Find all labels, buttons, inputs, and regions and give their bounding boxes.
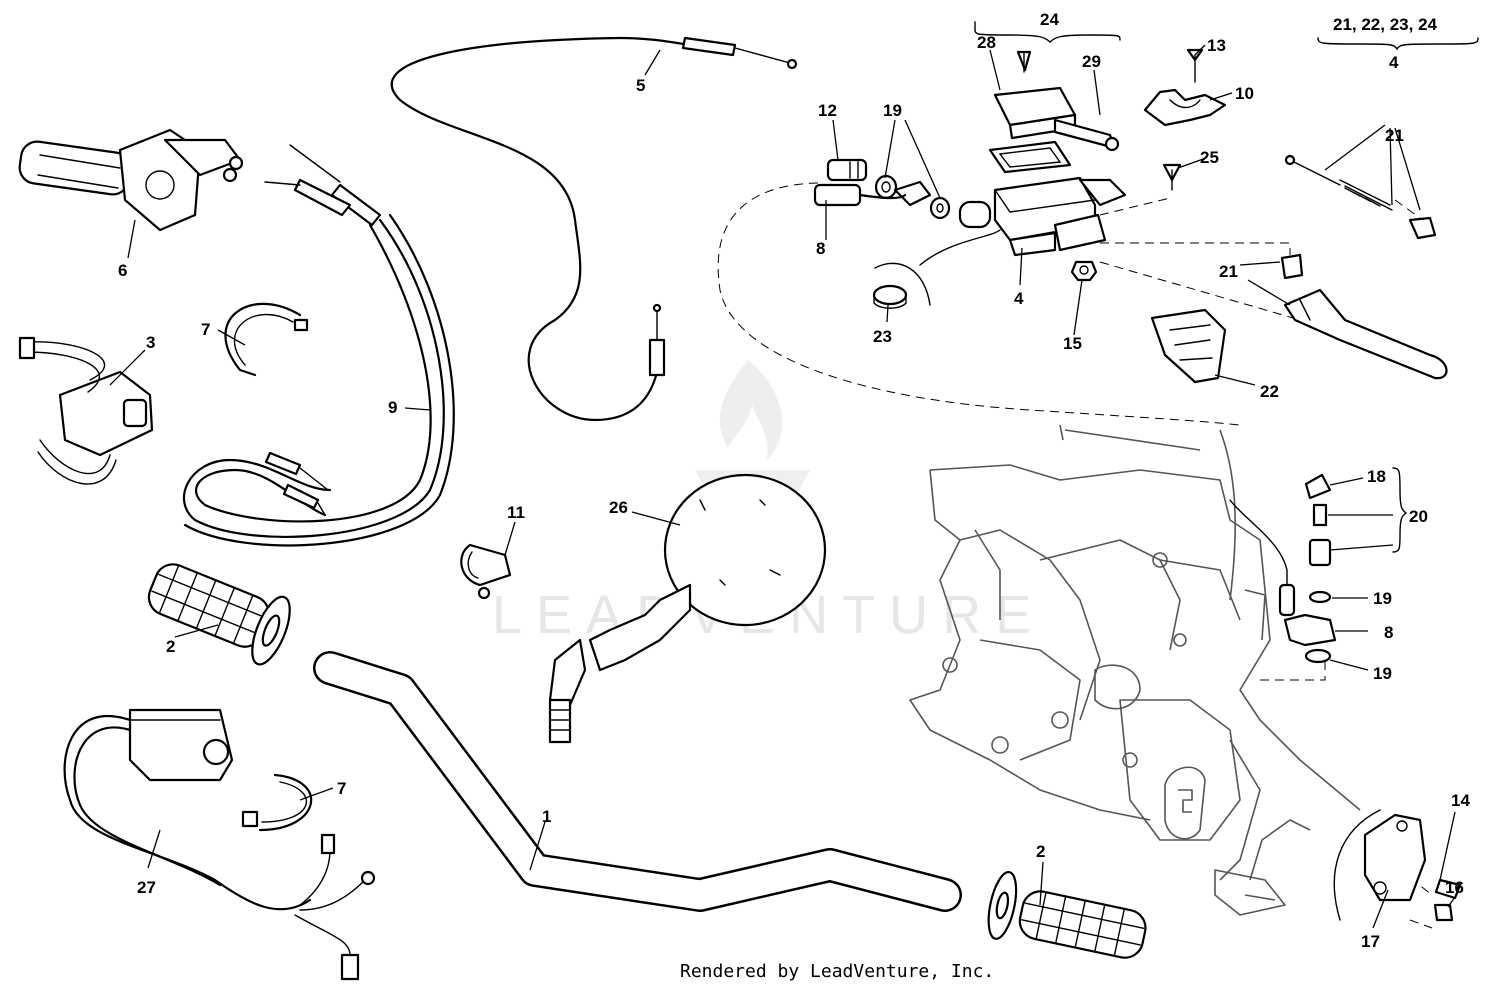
render-credit: Rendered by LeadVenture, Inc. (680, 961, 994, 982)
leader-lines (109, 44, 1456, 929)
callout-15: 15 (1063, 334, 1082, 353)
switch-strap (18, 336, 154, 485)
callout-16: 16 (1445, 878, 1464, 897)
callout-11: 11 (507, 503, 525, 522)
callout-18: 18 (1367, 467, 1386, 486)
callout-24: 24 (1040, 10, 1059, 29)
callout-12: 12 (818, 101, 837, 120)
callout-10: 10 (1235, 84, 1254, 103)
braces (974, 21, 1479, 553)
callout-27: 27 (137, 878, 156, 897)
throttle-assembly (18, 128, 244, 232)
cable-clamp (460, 543, 512, 600)
callout-3: 3 (146, 333, 155, 352)
kill-switch-wiring (63, 708, 376, 981)
callout-1: 1 (542, 807, 551, 826)
left-grip (147, 563, 291, 666)
banjo-fitting-left (813, 158, 951, 220)
callout-29: 29 (1082, 52, 1101, 71)
right-grip (987, 870, 1147, 959)
callout-21-top: 21 (1385, 126, 1404, 145)
callout-14: 14 (1451, 791, 1470, 810)
caliper-bracket (1333, 809, 1462, 922)
engine-block (909, 424, 1361, 916)
callout-2-right: 2 (1036, 842, 1045, 861)
brake-lever (1280, 154, 1448, 380)
master-cylinder (958, 50, 1127, 257)
callout-4-mid: 4 (1014, 289, 1024, 308)
callout-19-top: 19 (883, 101, 902, 120)
callout-9: 9 (388, 398, 397, 417)
choke-cable (390, 36, 798, 422)
callout-21-22-23-24: 21, 22, 23, 24 (1333, 15, 1438, 34)
callout-2-left: 2 (166, 637, 175, 656)
callout-20: 20 (1409, 507, 1428, 526)
bleeder-banjo-right (1229, 473, 1337, 664)
callout-13: 13 (1207, 36, 1226, 55)
callout-28: 28 (977, 33, 996, 52)
callout-4-top: 4 (1389, 53, 1399, 72)
small-fasteners (872, 48, 1204, 309)
clip-upper (224, 302, 309, 377)
callout-5: 5 (636, 76, 645, 95)
callout-7-bottom: 7 (337, 779, 346, 798)
callout-7-top: 7 (201, 320, 210, 339)
callout-21-mid: 21 (1219, 262, 1238, 281)
callout-23: 23 (873, 327, 892, 346)
callout-26: 26 (609, 498, 628, 517)
callout-8-right: 8 (1384, 623, 1393, 642)
handlebar (313, 651, 962, 912)
callout-25: 25 (1200, 148, 1219, 167)
callout-8-top: 8 (816, 239, 825, 258)
clip-lower (241, 773, 313, 832)
callout-19-mid: 19 (1373, 589, 1392, 608)
throttle-cables (182, 144, 455, 547)
callout-19-low: 19 (1373, 664, 1392, 683)
callout-6: 6 (118, 261, 127, 280)
callout-labels: 24 21, 22, 23, 24 4 28 29 13 10 5 12 19 … (118, 10, 1470, 951)
callout-22: 22 (1260, 382, 1279, 401)
handlebar-clamp (1143, 88, 1227, 127)
callout-17: 17 (1361, 932, 1380, 951)
mirror (548, 473, 827, 744)
lever-cover (1150, 308, 1227, 384)
